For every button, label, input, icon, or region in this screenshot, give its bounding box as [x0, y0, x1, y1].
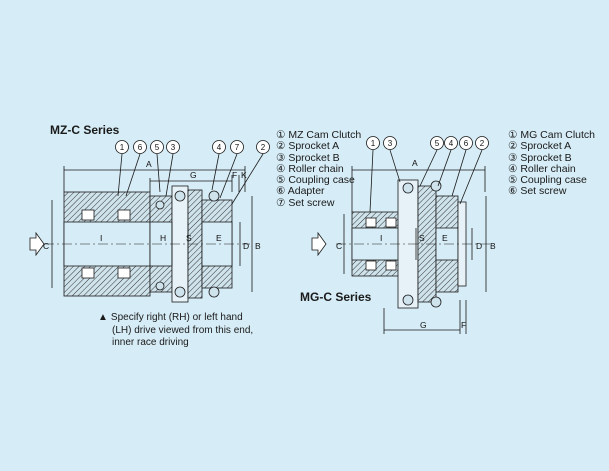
mz-legend-item: ⑤ Coupling case — [276, 174, 355, 187]
mg-callout-numbers: 1 3 5 4 6 2 — [371, 139, 485, 148]
note-line: Specify right (RH) or left hand — [110, 312, 243, 323]
mg-legend-item: ② Sprocket A — [508, 140, 572, 153]
mg-callout-number: 1 — [371, 139, 376, 148]
dim-label-i: I — [100, 233, 102, 243]
dim-label-h: H — [160, 233, 166, 243]
mg-callout-number: 5 — [435, 139, 440, 148]
mg-c-drawing — [311, 136, 492, 334]
dim-label-f: F — [232, 170, 237, 180]
dim-label-d: D — [243, 241, 249, 251]
drive-direction-note: ▲Specify right (RH) or left hand (LH) dr… — [98, 312, 253, 350]
note-line: (LH) drive viewed from this end, — [112, 324, 254, 336]
mg-series-title: MG-C Series — [300, 290, 372, 304]
mz-callout-number: 2 — [261, 143, 266, 152]
dim-label-e: E — [442, 233, 448, 243]
dim-label-g: G — [420, 320, 427, 330]
dim-label-b: B — [255, 241, 261, 251]
mg-parts-legend: ① MG Cam Clutch ② Sprocket A ③ Sprocket … — [508, 129, 596, 198]
mg-legend-item: ③ Sprocket B — [508, 151, 572, 164]
dim-label-c: C — [336, 241, 342, 251]
note-line: inner race driving — [112, 337, 189, 348]
mz-callout-number: 4 — [217, 143, 222, 152]
mg-callout-number: 2 — [480, 139, 485, 148]
mz-dimension-labels: A G F K I H S E C D B — [43, 159, 261, 251]
mg-dimension-labels: A I S E C D B G F — [336, 158, 496, 330]
dim-label-b: B — [490, 241, 496, 251]
mg-callout-number: 3 — [388, 139, 393, 148]
dim-label-s: S — [419, 233, 425, 243]
mz-callout-number: 7 — [235, 143, 240, 152]
triangle-marker-icon: ▲ — [98, 312, 108, 323]
dim-label-a: A — [146, 159, 152, 169]
mz-legend-item: ① MZ Cam Clutch — [276, 129, 362, 141]
dim-label-d: D — [476, 241, 482, 251]
dim-label-f: F — [461, 320, 466, 330]
mz-legend-item: ⑦ Set screw — [276, 196, 335, 209]
mz-callout-numbers: 1 6 5 3 4 7 2 — [120, 143, 266, 152]
mg-callout-number: 4 — [449, 139, 454, 148]
mz-legend-item: ④ Roller chain — [276, 162, 344, 175]
dim-label-a: A — [412, 158, 418, 168]
dim-label-g: G — [190, 170, 197, 180]
mg-callout-number: 6 — [464, 139, 469, 148]
mz-callout-number: 6 — [138, 143, 143, 152]
mg-legend-item: ⑤ Coupling case — [508, 174, 587, 187]
mg-legend-item: ⑥ Set screw — [508, 185, 567, 198]
mz-parts-legend: ① MZ Cam Clutch ② Sprocket A ③ Sprocket … — [276, 129, 362, 209]
dim-label-s: S — [186, 233, 192, 243]
mz-series-title: MZ-C Series — [50, 123, 120, 137]
mg-legend-item: ④ Roller chain — [508, 162, 576, 175]
mz-c-drawing — [29, 140, 270, 303]
mz-legend-item: ⑥ Adapter — [276, 185, 325, 198]
mz-callout-number: 5 — [155, 143, 160, 152]
mz-legend-item: ② Sprocket A — [276, 140, 340, 153]
mz-legend-item: ③ Sprocket B — [276, 151, 340, 164]
dim-label-k: K — [241, 170, 247, 180]
mg-legend-item: ① MG Cam Clutch — [508, 129, 596, 141]
mz-callout-number: 1 — [120, 143, 125, 152]
dim-label-i: I — [380, 233, 382, 243]
dim-label-c: C — [43, 241, 49, 251]
dim-label-e: E — [216, 233, 222, 243]
mz-callout-number: 3 — [171, 143, 176, 152]
